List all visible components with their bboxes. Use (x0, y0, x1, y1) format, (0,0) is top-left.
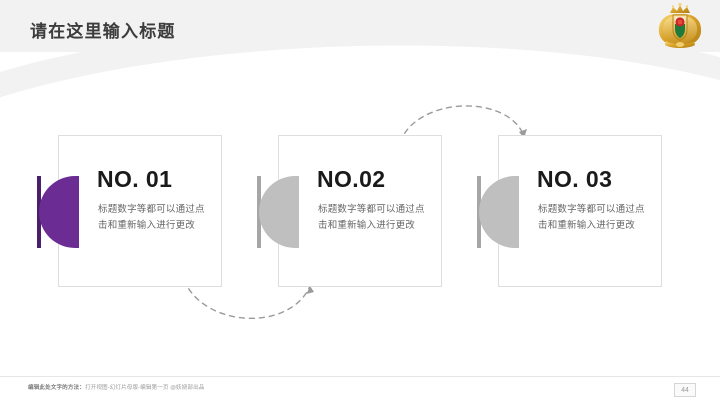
page-title: 请在这里输入标题 (30, 22, 176, 41)
connector-arrow-1 (180, 276, 320, 343)
footer-note-text: 打开视图-幻灯片母版-编辑第一页 @妖娆部出品 (84, 385, 205, 391)
half-disc-icon (37, 176, 79, 248)
content-card-1[interactable]: NO. 01 标题数字等都可以通过点击和重新输入进行更改 (37, 135, 222, 287)
content-card-3[interactable]: NO. 03 标题数字等都可以通过点击和重新输入进行更改 (477, 135, 662, 287)
card-number-label: NO. 01 (97, 166, 173, 192)
card-number-label: NO.02 (317, 166, 386, 192)
footer-divider (0, 376, 720, 377)
connector-arrow-2 (396, 92, 536, 153)
footer-note: 编辑此处文字的方法：打开视图-幻灯片母版-编辑第一页 @妖娆部出品 (28, 383, 205, 391)
half-disc-icon (477, 176, 519, 248)
card-description: 标题数字等都可以通过点击和重新输入进行更改 (318, 204, 425, 231)
card-description: 标题数字等都可以通过点击和重新输入进行更改 (538, 204, 645, 231)
half-disc-icon (257, 176, 299, 248)
content-card-2[interactable]: NO.02 标题数字等都可以通过点击和重新输入进行更改 (257, 135, 442, 287)
page-number-badge: 44 (674, 383, 696, 397)
heraldic-crest-icon (654, 2, 706, 50)
card-number-label: NO. 03 (537, 166, 613, 192)
footer-note-label: 编辑此处文字的方法： (28, 385, 85, 391)
card-description: 标题数字等都可以通过点击和重新输入进行更改 (98, 204, 205, 231)
